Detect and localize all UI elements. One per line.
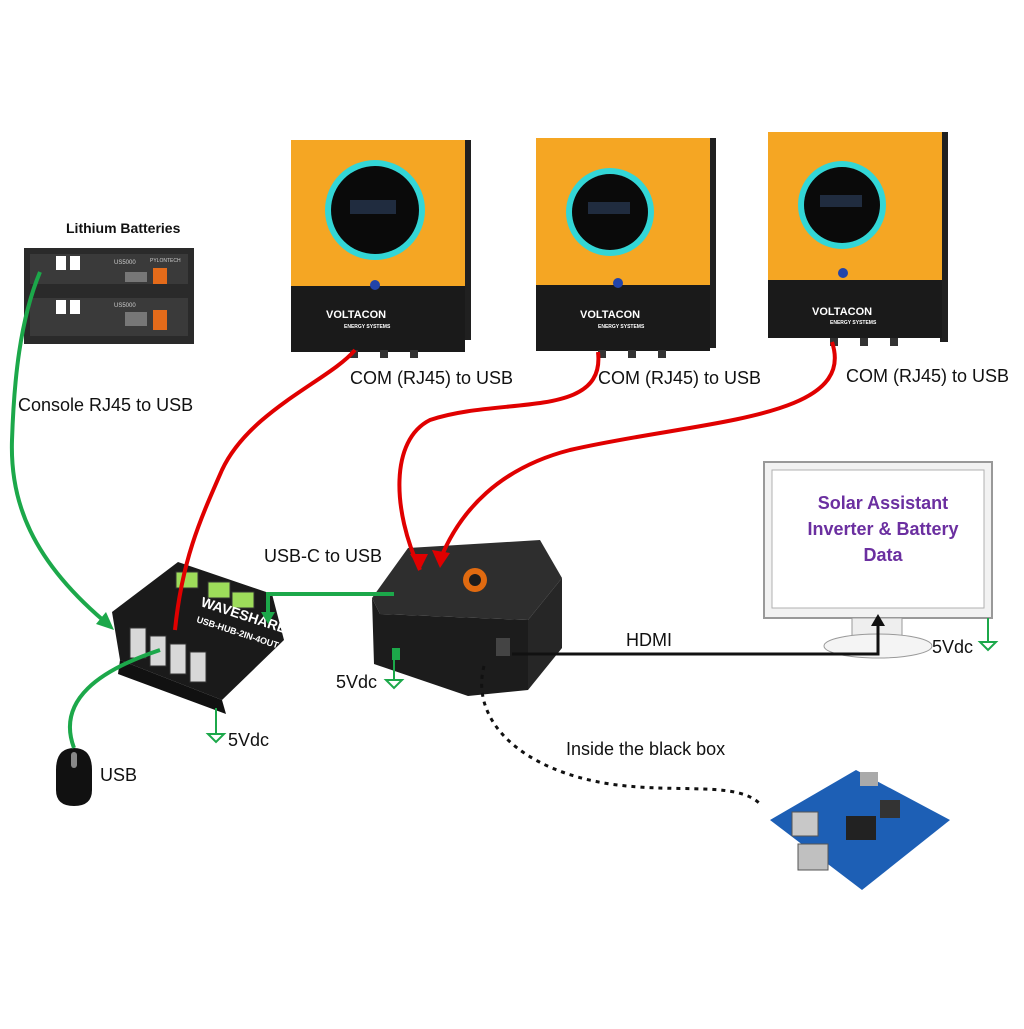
- com-label-3: COM (RJ45) to USB: [846, 366, 1010, 386]
- usb-hub: WAVESHARE USB-HUB-2IN-4OUT: [112, 562, 289, 714]
- monitor-screen-text: Solar Assistant Inverter & Battery Data: [778, 490, 988, 568]
- battery-model-label: US5000: [114, 303, 136, 309]
- dotted-link-inside-box: [480, 665, 764, 808]
- orange-pi-case: [372, 540, 562, 696]
- orange-pi-board: [770, 770, 950, 890]
- monitor-line-3: Data: [863, 545, 903, 565]
- inverter-1: VOLTACON ENERGY SYSTEMS: [291, 140, 471, 358]
- ground-symbol-icon: [205, 733, 227, 744]
- wire-console-rj45: [9, 271, 112, 628]
- inverter-brand: VOLTACON: [326, 309, 386, 321]
- inverter-brand: VOLTACON: [580, 309, 640, 321]
- inverter-3: VOLTACON ENERGY SYSTEMS: [768, 132, 948, 346]
- monitor-icon: [763, 461, 993, 659]
- inverter-subbrand: ENERGY SYSTEMS: [598, 324, 645, 330]
- battery-brand-label: PYLONTECH: [150, 258, 181, 264]
- hub-power-label: 5Vdc: [228, 730, 270, 750]
- ground-symbol-icon: [977, 641, 999, 652]
- ground-symbol-icon: [383, 679, 405, 690]
- usbc-label: USB-C to USB: [264, 546, 383, 566]
- box-power-label: 5Vdc: [336, 672, 378, 692]
- lithium-battery-stack: US5000 US5000 PYLONTECH: [24, 248, 194, 344]
- console-label: Console RJ45 to USB: [18, 395, 194, 415]
- hdmi-label: HDMI: [626, 630, 672, 650]
- wire-com-inverter3: [438, 341, 837, 561]
- com-label-2: COM (RJ45) to USB: [598, 368, 762, 388]
- battery-model-label: US5000: [114, 260, 136, 266]
- inverter-2: VOLTACON ENERGY SYSTEMS: [536, 138, 716, 358]
- batteries-title: Lithium Batteries: [66, 220, 181, 236]
- inverter-brand: VOLTACON: [812, 306, 872, 318]
- wire-usbc: [266, 592, 394, 616]
- mouse-usb-label: USB: [100, 765, 138, 785]
- monitor-line-2: Inverter & Battery: [807, 519, 959, 539]
- wire-com-inverter1: [173, 348, 357, 631]
- wire-mouse-usb: [67, 648, 161, 749]
- monitor-line-1: Solar Assistant: [817, 493, 949, 513]
- monitor-power-label: 5Vdc: [932, 637, 974, 657]
- wire-hdmi: [512, 622, 880, 656]
- inverter-subbrand: ENERGY SYSTEMS: [830, 320, 877, 326]
- inside-box-label: Inside the black box: [566, 739, 726, 759]
- inverter-subbrand: ENERGY SYSTEMS: [344, 324, 391, 330]
- mouse-icon: [56, 748, 92, 806]
- wire-com-inverter2: [397, 351, 601, 571]
- com-label-1: COM (RJ45) to USB: [350, 368, 514, 388]
